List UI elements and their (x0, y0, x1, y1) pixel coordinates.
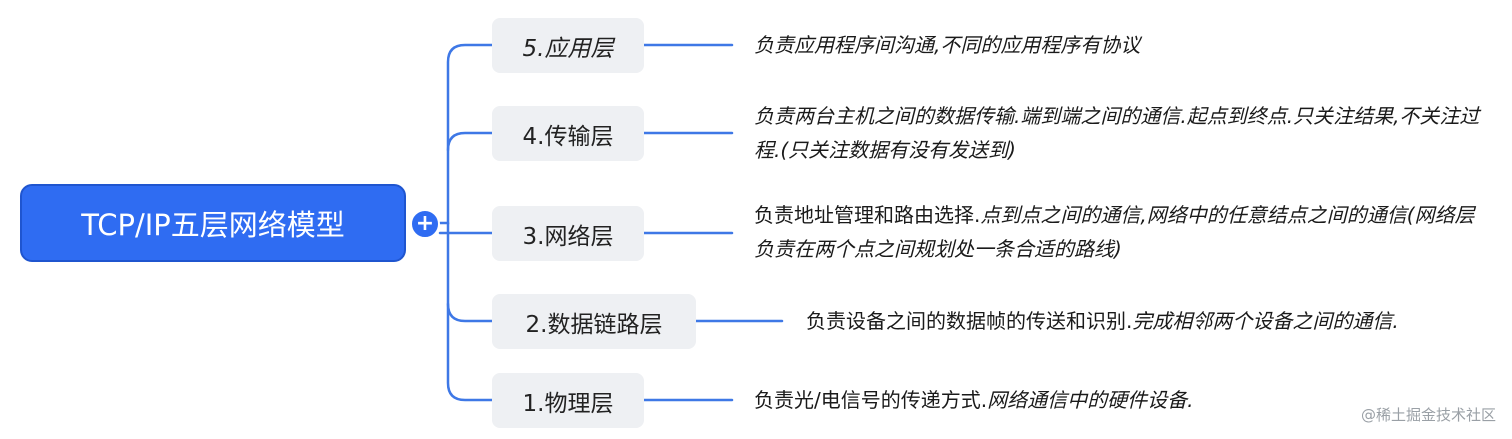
desc-physical-layer: 负责光/电信号的传递方式.网络通信中的硬件设备. (754, 388, 1194, 412)
node-label: 5.应用层 (522, 35, 614, 62)
node-transport-layer[interactable]: 4.传输层 (492, 106, 644, 161)
node-application-layer[interactable]: 5.应用层 (492, 18, 644, 73)
desc-network-layer: 负责地址管理和路由选择.点到点之间的通信,网络中的任意结点之间的通信(网络层负责… (754, 203, 1475, 261)
trunk-to-layer-2 (446, 221, 494, 323)
trunk-to-layer-5 (438, 43, 494, 225)
root-label: TCP/IP五层网络模型 (81, 208, 345, 242)
desc-transport-layer: 负责两台主机之间的数据传输.端到端之间的通信.起点到终点.只关注结果,不关注过程… (754, 104, 1480, 162)
node-label: 4.传输层 (522, 123, 614, 150)
node-label: 1.物理层 (522, 390, 614, 417)
node-network-layer[interactable]: 3.网络层 (492, 206, 644, 261)
node-data-link-layer[interactable]: 2.数据链路层 (492, 294, 696, 349)
expand-icon[interactable]: + (410, 209, 440, 239)
node-label: 3.网络层 (522, 223, 614, 250)
watermark: @稀土掘金技术社区 (1360, 406, 1496, 424)
desc-data-link-layer: 负责设备之间的数据帧的传送和识别.完成相邻两个设备之间的通信. (806, 309, 1399, 333)
node-label: 2.数据链路层 (525, 311, 663, 338)
trunk-to-layer-4 (446, 131, 494, 152)
desc-application-layer: 负责应用程序间沟通,不同的应用程序有协议 (754, 33, 1141, 57)
trunk-to-layer-1 (446, 302, 494, 402)
root-node[interactable]: TCP/IP五层网络模型 (20, 184, 406, 262)
node-physical-layer[interactable]: 1.物理层 (492, 373, 644, 428)
